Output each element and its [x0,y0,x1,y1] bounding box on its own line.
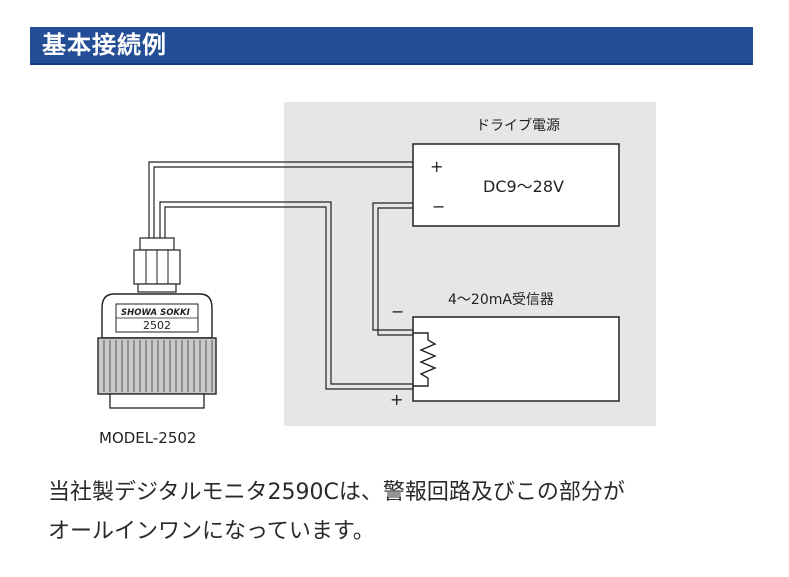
sensor-device [97,237,217,409]
power-minus-sign: − [432,197,445,216]
receiver-minus-sign: − [391,302,404,321]
receiver-label: 4～20mA受信器 [448,292,554,308]
wire-inner [159,201,413,390]
wire-supply-to-receiver [372,202,413,336]
power-supply-label: ドライブ電源 [476,117,560,134]
wire-outer [148,161,413,240]
power-voltage: DC9～28V [483,177,564,196]
power-supply-box [412,143,620,227]
receiver-plus-sign: + [390,390,403,409]
section-header: 基本接続例 [30,27,753,65]
resistor-symbol [413,332,437,387]
sensor-number: 2502 [143,319,171,332]
caption-line-1: 当社製デジタルモニタ2590Cは、警報回路及びこの部分が [48,480,625,505]
sensor-brand: SHOWA SOKKI [121,308,190,318]
sensor-model-label: MODEL-2502 [99,429,196,447]
power-plus-sign: + [430,157,443,176]
receiver-box [412,316,620,402]
section-title: 基本接続例 [42,31,167,59]
caption-line-2: オールインワンになっています。 [48,519,375,544]
